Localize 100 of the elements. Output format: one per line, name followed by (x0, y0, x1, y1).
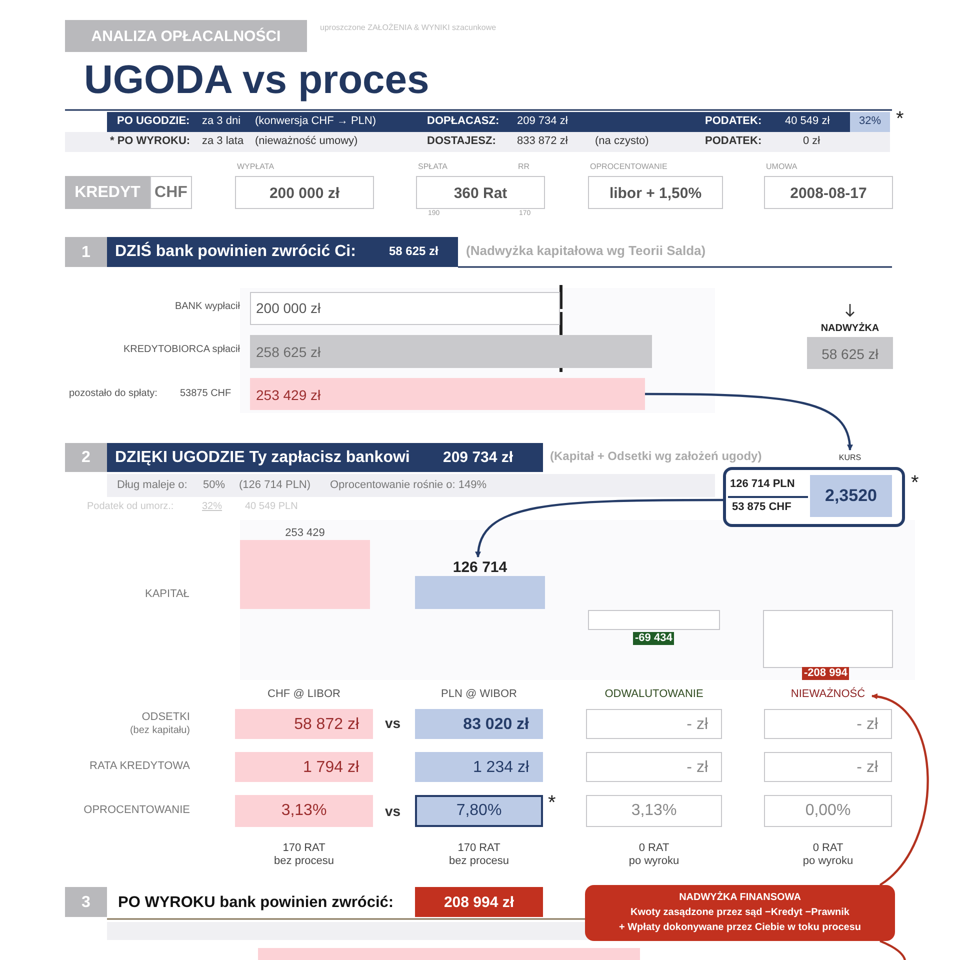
callout-text: NADWYŻKA FINANSOWA (678, 892, 802, 904)
row-label: KREDYTOBIORCA spłacił (122, 344, 240, 356)
row-label: BANK wypłacił (174, 301, 240, 312)
heading-band (65, 20, 307, 52)
amount-text: 126 714 PLN (730, 478, 795, 491)
comparison-text: vs (385, 715, 401, 732)
row-label: PODATEK: (705, 115, 762, 128)
column-header: PLN @ WIBOR (440, 688, 518, 701)
field-label: RR (518, 162, 530, 172)
row-text: Dług maleje o: (117, 479, 188, 492)
table-cell (415, 795, 543, 827)
section-number (65, 443, 107, 472)
section-header (107, 237, 458, 267)
row-value: (nieważność umowy) (255, 135, 358, 148)
header-amount: 209 734 zł (443, 449, 514, 466)
header-text: NIEWAŻNOŚĆ (790, 688, 866, 701)
cell-value: 1 234 zł (472, 759, 529, 778)
row-value: (konwersja CHF → PLN) (255, 115, 376, 128)
note-text: po wyroku (628, 855, 680, 868)
summary-row (65, 132, 890, 152)
chart-bar (240, 527, 370, 609)
row-label: PO UGODZIE: (117, 115, 190, 128)
column-header: CHF @ LIBOR (266, 688, 342, 701)
arrow (645, 392, 852, 451)
row-value: 40 549 zł (785, 115, 830, 128)
input-field (588, 162, 723, 209)
number-text: 3 (80, 894, 92, 912)
table-cell (764, 752, 892, 782)
label-text: KREDYT (74, 184, 142, 202)
row-label: (bez kapitału) (128, 725, 190, 736)
field-value: CHF (154, 184, 188, 202)
cell-value: 83 020 zł (462, 716, 529, 734)
callout-box (585, 885, 895, 941)
bar-value: 258 625 zł (256, 344, 321, 360)
comparison-text: vs (385, 803, 401, 820)
row-label: OPROCENTOWANIE (82, 804, 190, 817)
row-label: pozostało do spłaty: (69, 388, 158, 400)
value-tag: -69 434 (633, 632, 674, 645)
rate-value: 2,3520 (824, 486, 878, 506)
header-text: DZIŚ bank powinien zwrócić Ci: (115, 243, 356, 262)
cell-value: - zł (856, 716, 878, 734)
currency-field (150, 176, 192, 209)
field-value: 360 Rat (452, 185, 508, 202)
table-cell (764, 709, 892, 739)
bar-value: 253 429 zł (256, 387, 321, 404)
note-text: 0 RAT (638, 842, 670, 855)
cell-value: 3,13% (630, 802, 678, 820)
cell-value: - zł (856, 759, 878, 778)
summary-row (107, 112, 850, 132)
row-value: 209 734 zł (517, 115, 568, 128)
column-header: ODWALUTOWANIE (604, 688, 704, 701)
amount-box (415, 887, 543, 917)
arrow (871, 694, 929, 886)
header-text: DZIĘKI UGODZIE Ty zapłacisz bankowi (115, 449, 410, 468)
footnote-mark: * (548, 792, 556, 815)
table-cell (764, 795, 892, 827)
field-label: UMOWA (766, 162, 798, 172)
table-cell (586, 709, 722, 739)
row-label: DOPŁACASZ: (427, 115, 500, 128)
bar-value: 126 714 (452, 559, 508, 576)
bar-value: 200 000 zł (256, 300, 321, 316)
row-text: 50% (203, 479, 226, 492)
row-value: (na czysto) (595, 135, 649, 148)
section-number (65, 237, 107, 267)
cell-value: - zł (686, 716, 708, 734)
section-heading: PO WYROKU bank powinien zwrócić: (118, 894, 394, 912)
amount-text: 208 994 zł (442, 894, 516, 912)
cell-value: 1 794 zł (302, 759, 359, 778)
field-label: SPŁATA (418, 162, 448, 172)
field-value: libor + 1,50% (608, 185, 703, 202)
section-number (65, 887, 107, 917)
section-header (107, 443, 543, 472)
row-value: 0 zł (803, 135, 820, 148)
table-cell (586, 795, 722, 827)
box-heading: NADWYŻKA (820, 323, 880, 334)
cell-value: 58 872 zł (293, 716, 359, 734)
amount-text: 53 875 CHF (732, 501, 792, 514)
card-heading: KURS (838, 453, 862, 462)
row-text: (126 714 PLN) (239, 479, 311, 492)
row-value: za 3 dni (202, 115, 241, 128)
row-label: * PO WYROKU: (110, 135, 190, 148)
table-cell (415, 752, 543, 782)
row-label: KAPITAŁ (145, 588, 190, 601)
rate-value-box (810, 475, 892, 517)
row-text: Oprocentowanie rośnie o: 149% (330, 479, 487, 492)
note-text: bez procesu (273, 855, 335, 868)
input-field (235, 162, 374, 209)
field-value: 200 000 zł (268, 185, 341, 202)
arrow (476, 498, 723, 558)
surplus-box (807, 322, 893, 369)
field-value: 2008-08-17 (789, 185, 868, 202)
value-tag: -208 994 (802, 667, 850, 680)
footnote-mark: * (896, 108, 904, 131)
field-label: OPROCENTOWANIE (590, 162, 668, 172)
subtitle: uproszczone ZAŁOŻENIA & WYNIKI szacunkowe (320, 23, 496, 32)
table-cell (235, 709, 373, 739)
cell-value: - zł (686, 759, 708, 778)
number-text: 1 (80, 244, 92, 262)
table-cell (586, 752, 722, 782)
connector-line (880, 940, 906, 960)
